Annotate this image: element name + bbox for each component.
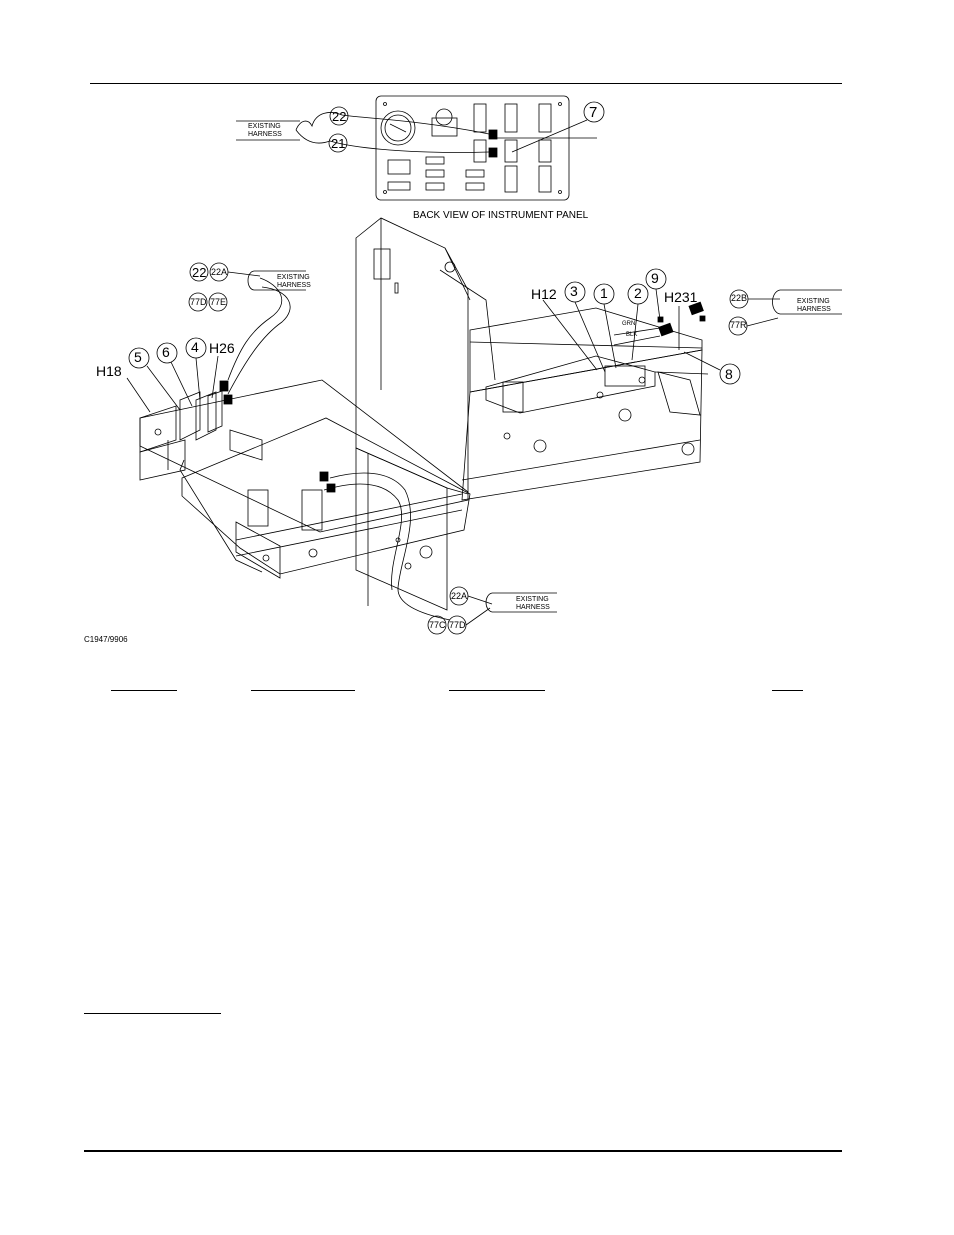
callout-4: 4 — [191, 339, 199, 355]
connector-blocks — [219, 301, 706, 493]
leader-lines — [126, 119, 780, 626]
harness-leader-top — [236, 112, 490, 153]
panel-caption: BACK VIEW OF INSTRUMENT PANEL — [413, 210, 589, 221]
callout-77d-bottom: 77D — [449, 620, 466, 630]
wire-color-grn: GRN — [622, 321, 636, 327]
callout-77d-left: 77D — [190, 297, 207, 307]
callout-6: 6 — [162, 344, 170, 360]
callout-77c: 77C — [429, 620, 446, 630]
column-header-rule-3 — [449, 690, 545, 691]
harness-label-bottom: EXISTING HARNESS — [516, 596, 550, 611]
column-header-rule-2 — [251, 690, 355, 691]
switch-assembly — [179, 390, 223, 441]
harness-label-right: EXISTING HARNESS — [797, 298, 831, 313]
hardware-h12: H12 — [531, 286, 557, 302]
footer-rule — [84, 1150, 842, 1152]
callout-5: 5 — [134, 349, 142, 365]
callout-2: 2 — [634, 285, 642, 301]
column-header-rule-1 — [111, 690, 177, 691]
harness-frames — [247, 270, 842, 613]
callout-22-top: 22 — [332, 109, 347, 124]
wire-color-blk: BLK — [626, 332, 638, 338]
harness-label-left: EXISTING HARNESS — [277, 274, 311, 289]
harness-label-top: EXISTING HARNESS — [248, 123, 282, 138]
instrument-panel — [375, 95, 597, 201]
callout-22-left: 22 — [192, 265, 207, 280]
callout-22b: 22B — [731, 293, 748, 303]
callout-77r: 77R — [730, 320, 747, 330]
callout-77e: 77E — [210, 297, 227, 307]
callout-22a-left: 22A — [211, 267, 228, 277]
figure-code: C1947/9906 — [84, 635, 128, 644]
header-rule — [90, 83, 842, 84]
frame-assembly — [139, 217, 703, 621]
column-header-rule-4 — [772, 690, 803, 691]
callout-9: 9 — [651, 270, 659, 286]
callout-8: 8 — [725, 366, 733, 382]
notes-heading-rule — [84, 1013, 221, 1014]
callout-1: 1 — [600, 285, 608, 301]
ground-wires — [613, 327, 709, 375]
hardware-h18: H18 — [96, 363, 122, 379]
callout-circles — [128, 101, 749, 635]
callout-21: 21 — [331, 136, 346, 151]
hardware-h231: H231 — [664, 289, 698, 305]
callout-22a-bottom: 22A — [451, 591, 468, 601]
hardware-h26: H26 — [209, 340, 235, 356]
callout-7: 7 — [589, 104, 598, 121]
callout-3: 3 — [570, 283, 578, 299]
